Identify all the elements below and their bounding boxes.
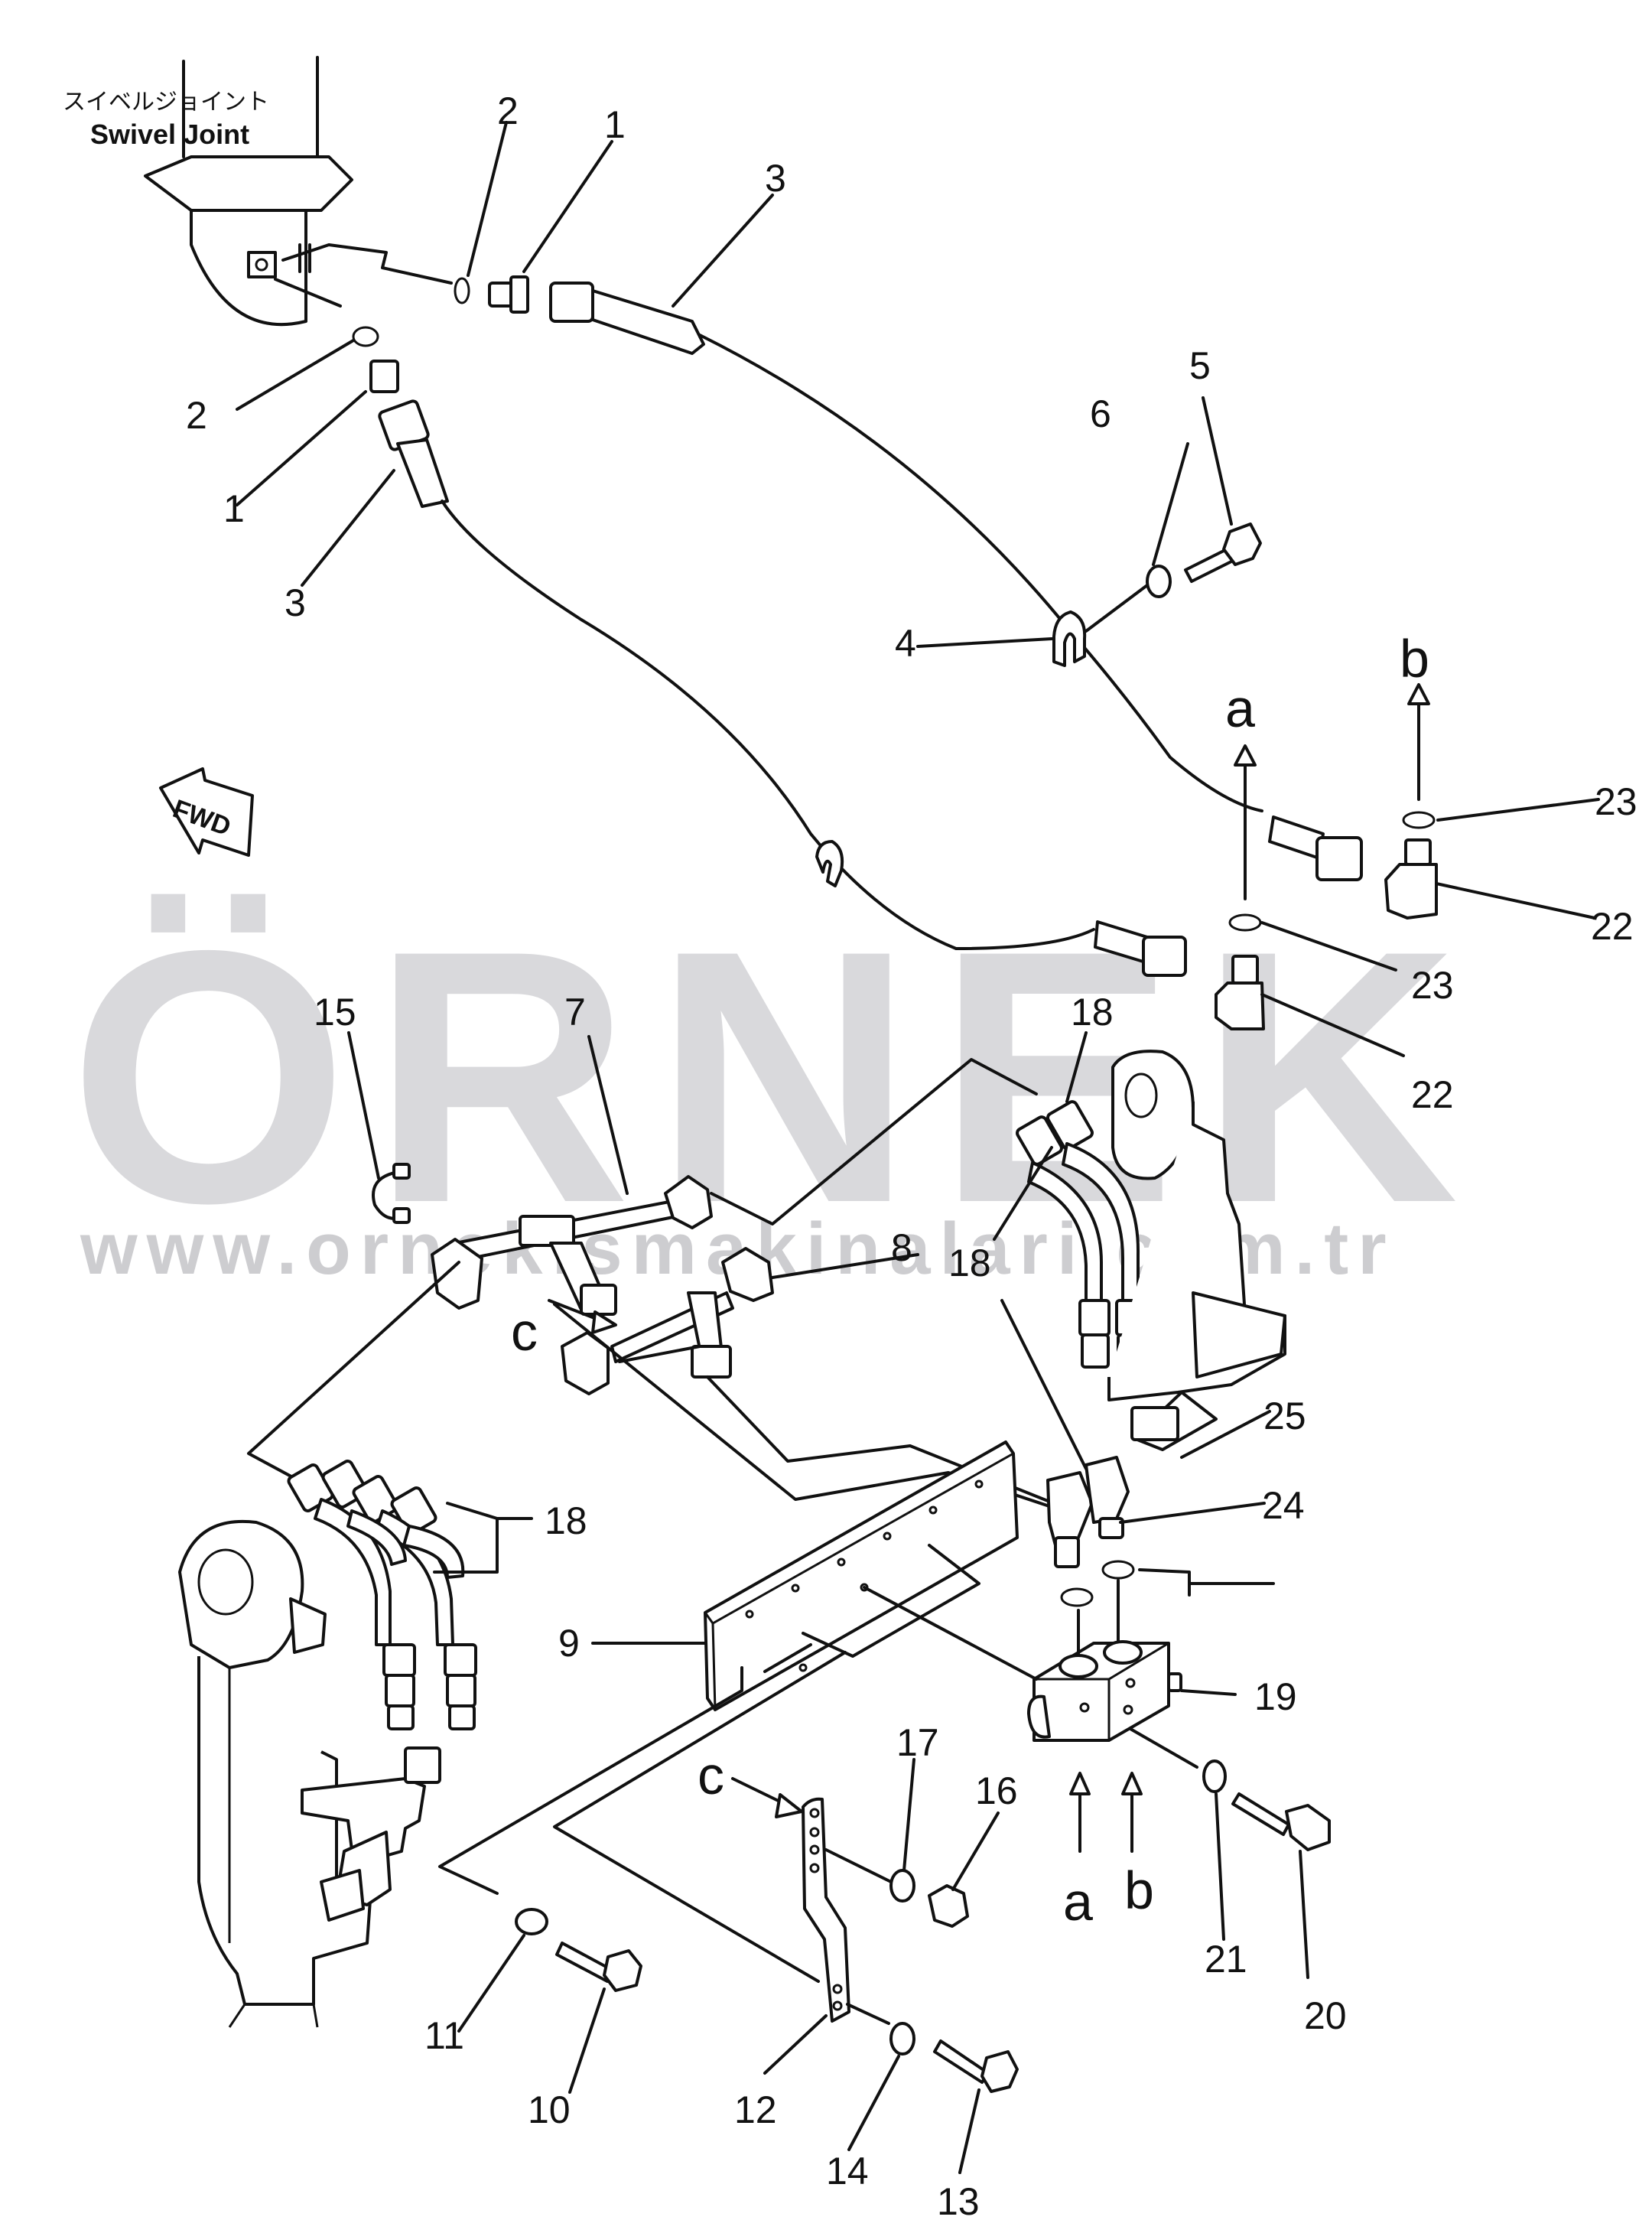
callout-23-mid: 23	[1411, 964, 1454, 1007]
callout-11: 11	[424, 2014, 464, 2057]
callout-21: 21	[1205, 1938, 1247, 1981]
callout-15: 15	[314, 991, 356, 1034]
washer-14	[889, 2022, 915, 2056]
callout-12: 12	[734, 2088, 777, 2131]
tube-7	[431, 1175, 713, 1316]
bolt-20	[1231, 1792, 1331, 1851]
adapter-1-upper	[488, 275, 529, 314]
hose-3-upper-end	[549, 282, 705, 355]
callout-6: 6	[1090, 392, 1111, 435]
fwd-arrow-icon: FWD	[159, 767, 254, 857]
washer-11	[515, 1908, 548, 1935]
u-tube-15	[372, 1163, 411, 1224]
hose-3-upper	[698, 334, 1263, 812]
callout-18-mid: 18	[948, 1242, 991, 1284]
hose-end-b	[1268, 815, 1363, 881]
plate-9	[704, 1440, 1019, 1711]
callout-7: 7	[564, 991, 586, 1034]
callout-13: 13	[937, 2180, 980, 2220]
callout-18-left: 18	[545, 1499, 587, 1542]
callout-3-left: 3	[285, 581, 306, 624]
bolt-5	[1184, 522, 1262, 583]
bolt-13	[933, 2039, 1019, 2093]
view-letter-c-lower: c	[698, 1746, 724, 1805]
view-letter-a-top: a	[1225, 679, 1255, 738]
bolt-10	[555, 1942, 642, 1992]
washer-17	[889, 1869, 915, 1903]
o-ring-23-b	[1402, 811, 1436, 829]
tube-8	[561, 1247, 774, 1395]
callout-25: 25	[1263, 1395, 1306, 1437]
callout-20: 20	[1304, 1994, 1347, 2037]
swivel-joint-label-en: Swivel Joint	[90, 119, 249, 150]
callout-16: 16	[975, 1769, 1018, 1812]
hose-3-lower	[441, 500, 1095, 950]
swivel-joint	[144, 56, 353, 326]
view-letter-c-upper: c	[511, 1302, 538, 1362]
swivel-joint-label-jp: スイベルジョイント	[63, 90, 269, 115]
callout-10: 10	[528, 2088, 571, 2131]
elbow-22-b	[1384, 838, 1438, 920]
o-ring-2-lower	[352, 326, 379, 347]
callout-5: 5	[1189, 344, 1211, 387]
clamp-lower	[815, 840, 844, 887]
callout-19: 19	[1254, 1675, 1297, 1718]
o-ring-2-upper	[454, 277, 470, 304]
washer-6	[1146, 565, 1172, 598]
callout-1-top: 1	[604, 103, 626, 146]
elbow-22-a	[1215, 955, 1265, 1030]
callout-2-top: 2	[497, 90, 519, 132]
leader-lines	[236, 121, 1600, 2174]
boom-cylinder-right	[1107, 1050, 1286, 1451]
hose-3-lower-end	[378, 399, 449, 508]
callout-numbers: 2 1 3 2 1 3 4 6 5 23 22 23 22 15 7 18 8 …	[186, 90, 1637, 2220]
callout-22-right: 22	[1591, 905, 1634, 948]
boom-cylinder-left	[178, 1519, 441, 2028]
hose-end-a	[1094, 920, 1187, 977]
callout-23-right: 23	[1595, 780, 1637, 823]
elbow-25	[1085, 1456, 1130, 1539]
callout-22-mid: 22	[1411, 1073, 1454, 1116]
callout-1-left: 1	[223, 487, 245, 530]
o-ring-24-a	[1060, 1587, 1094, 1607]
washer-21	[1202, 1759, 1227, 1793]
callout-17: 17	[896, 1721, 939, 1764]
callout-9: 9	[558, 1622, 580, 1665]
hoses-18-lower	[287, 1460, 477, 1730]
callout-18-top: 18	[1071, 991, 1114, 1034]
block-19	[1027, 1640, 1182, 1742]
callout-3-top: 3	[765, 157, 786, 200]
callout-4: 4	[895, 622, 916, 665]
view-letter-b-lower: b	[1124, 1860, 1154, 1920]
callout-2-left: 2	[186, 394, 207, 437]
bracket-12	[802, 1797, 850, 2023]
callout-8: 8	[891, 1226, 912, 1269]
callout-14: 14	[826, 2150, 869, 2192]
adapter-1-lower	[369, 360, 399, 393]
view-letters: b a c c a b	[511, 629, 1429, 1932]
o-ring-24-b	[1101, 1560, 1135, 1580]
callout-24: 24	[1262, 1484, 1305, 1527]
view-letter-b-top: b	[1400, 629, 1429, 688]
view-letter-a-lower: a	[1063, 1872, 1093, 1932]
clamp-4	[1052, 610, 1087, 667]
watermark: ÖRNEK www.ornekismakinalari.com.tr	[69, 876, 1459, 1290]
elbow-24	[1046, 1471, 1094, 1568]
nut-16	[928, 1884, 969, 1928]
